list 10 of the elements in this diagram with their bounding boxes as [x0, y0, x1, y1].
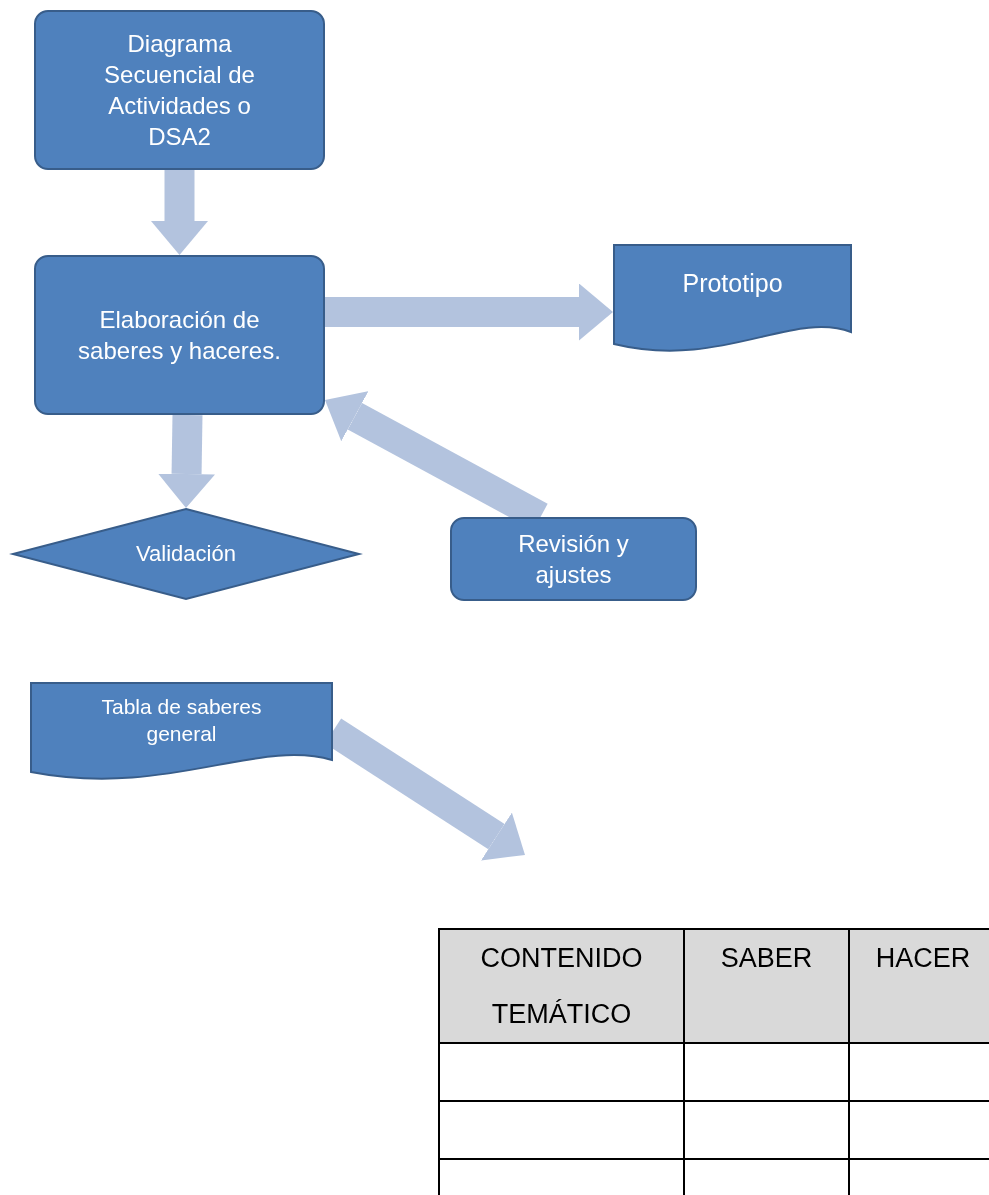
block-arrow [325, 283, 613, 341]
block-arrow [151, 170, 208, 255]
decision-diamond: Validación [12, 508, 360, 600]
process-box: Elaboración de saberes y haceres. [34, 255, 325, 415]
column-header: HACER [849, 929, 989, 1043]
process-box: Diagrama Secuencial de Actividades o DSA2 [34, 10, 325, 170]
column-header: CONTENIDO TEMÁTICO [439, 929, 684, 1043]
process-box: Revisión y ajustes [450, 517, 697, 601]
block-arrow [158, 414, 216, 508]
column-header: SABER [683, 929, 849, 1043]
